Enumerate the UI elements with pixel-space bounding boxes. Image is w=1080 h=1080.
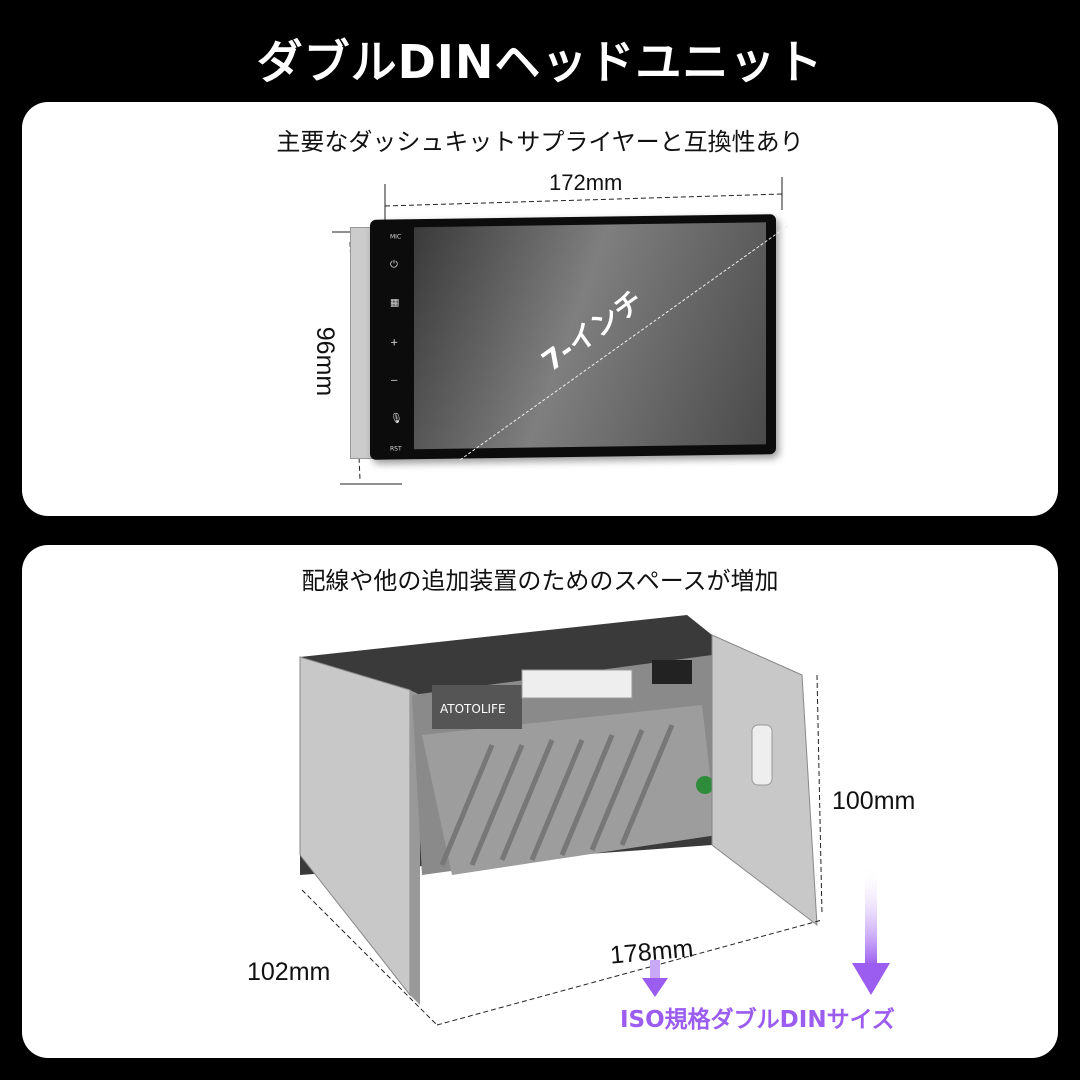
chassis-dimensions-panel: 配線や他の追加装置のためのスペースが増加 ATOTOLIFE 100mm 178… [22,545,1058,1058]
height-label: 96mm [311,326,340,397]
width-label: 172mm [549,170,623,195]
front-dimensions-panel: 主要なダッシュキットサプライヤーと互換性あり 172mm 96mm MIC ⏻ … [22,102,1058,516]
height-label: 100mm [832,787,916,815]
home-icon: ▦ [390,297,400,309]
reset-label: RST [390,445,402,453]
small-arrow-down-icon [642,978,668,997]
compatibility-subtitle: 主要なダッシュキットサプライヤーと互換性あり [276,128,804,156]
space-subtitle: 配線や他の追加装置のためのスペースが増加 [301,567,779,595]
power-icon: ⏻ [390,259,398,271]
arrow-down-icon [865,865,877,965]
microphone-icon: 🎙 [390,413,403,425]
head-unit-front: MIC ⏻ ▦ + − 🎙 RST 7-インチ [370,214,789,461]
volume-down-icon: − [390,375,399,387]
chassis-illustration: ATOTOLIFE [299,615,890,1026]
mic-label: MIC [390,233,402,241]
brand-label: ATOTOLIFE [440,702,506,716]
iso-standard-label: ISO規格ダブルDINサイズ [620,1007,895,1033]
page-title: ダブルDINヘッドユニット [256,35,824,89]
diagonal-line [459,225,789,461]
volume-up-icon: + [390,337,399,349]
display-screen: 7-インチ [414,222,789,461]
depth-label: 102mm [247,958,331,986]
